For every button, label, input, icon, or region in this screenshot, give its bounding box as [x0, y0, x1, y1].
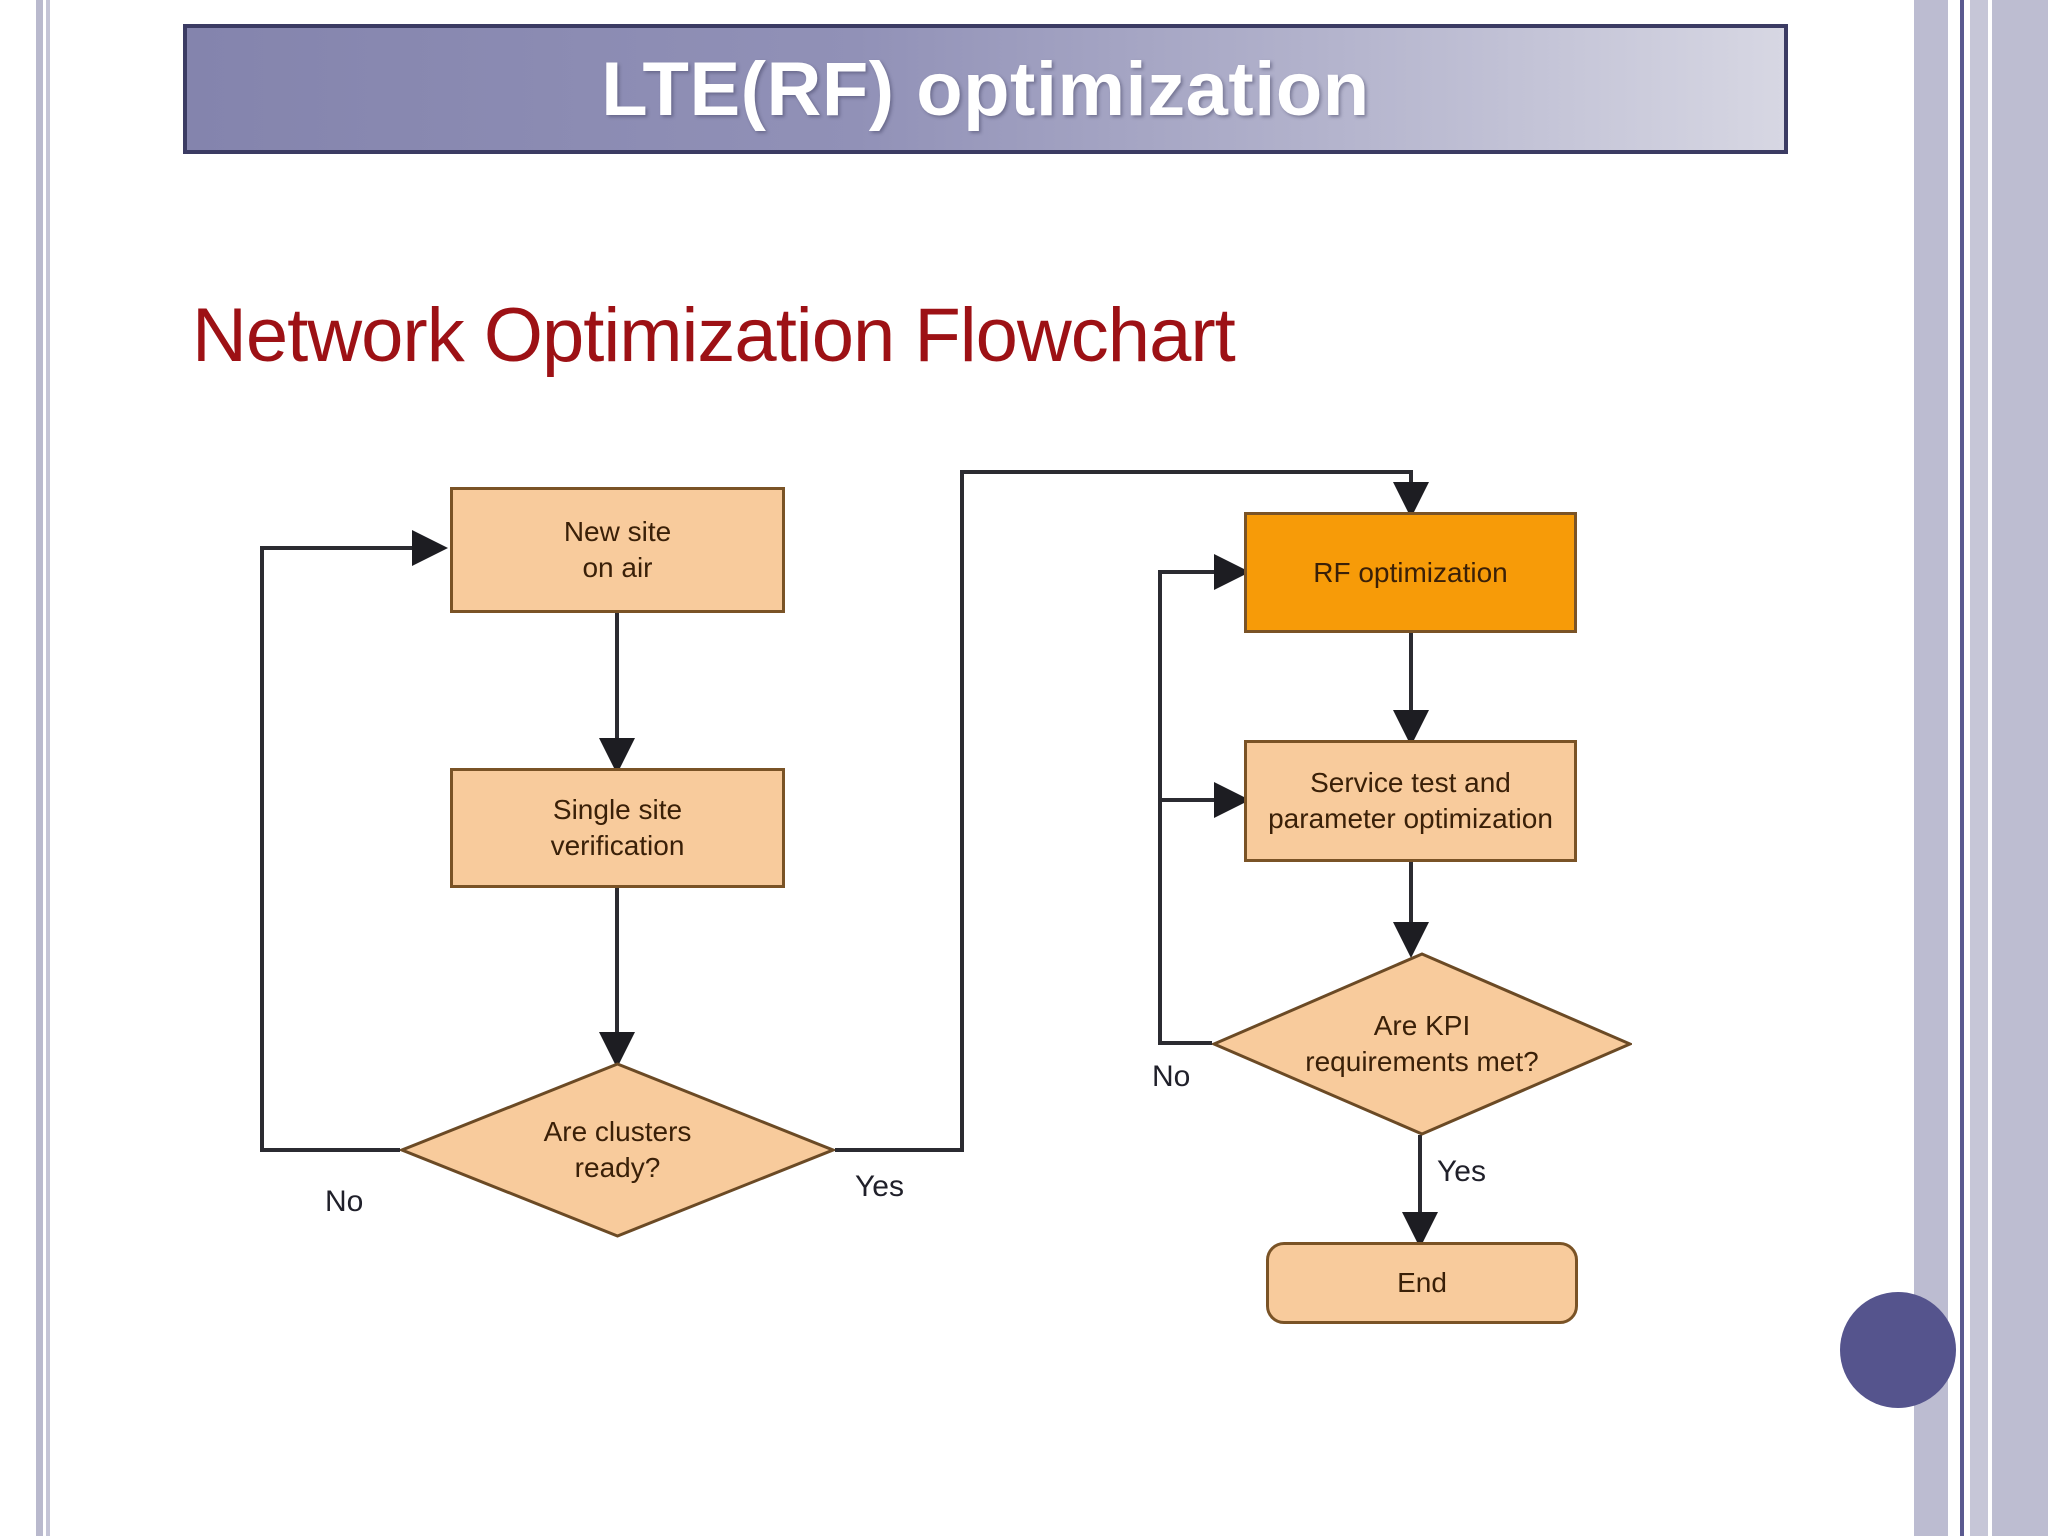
node-service-line2: parameter optimization [1268, 803, 1553, 834]
node-single-site-line2: verification [550, 830, 685, 861]
node-end-label: End [1397, 1267, 1447, 1299]
node-rf-optimization[interactable]: RF optimization [1244, 512, 1577, 633]
edge-label-kpi-no: No [1152, 1060, 1191, 1093]
slide-title: LTE(RF) optimization [601, 46, 1370, 132]
right-decor-stripe-5 [1992, 0, 2048, 1536]
node-are-kpi-requirements-met[interactable]: Are KPI requirements met? [1212, 952, 1632, 1136]
node-single-site-verification[interactable]: Single site verification [450, 768, 785, 888]
left-decor-stripe-2 [46, 0, 50, 1536]
edge-label-clusters-no: No [325, 1185, 364, 1218]
node-are-clusters-ready[interactable]: Are clusters ready? [400, 1062, 835, 1238]
flowchart-heading: Network Optimization Flowchart [192, 293, 1236, 378]
diamond-shape [400, 1062, 835, 1238]
right-decor-stripe-3 [1960, 0, 1964, 1536]
node-rf-optimization-label: RF optimization [1313, 556, 1508, 588]
edge-label-clusters-yes: Yes [855, 1170, 904, 1203]
node-end[interactable]: End [1266, 1242, 1578, 1324]
slide-title-banner: LTE(RF) optimization [183, 24, 1788, 154]
node-service-test[interactable]: Service test and parameter optimization [1244, 740, 1577, 862]
edge-clusters-no-loop [260, 530, 448, 1152]
edge-label-kpi-yes: Yes [1437, 1155, 1486, 1188]
right-decor-stripe-4 [1970, 0, 1988, 1536]
node-service-line1: Service test and [1310, 767, 1511, 799]
node-single-site-line1: Single site [552, 794, 683, 826]
decorative-circle [1840, 1292, 1956, 1408]
node-new-site-line2: on air [582, 552, 653, 583]
diamond-shape [1212, 952, 1632, 1136]
left-decor-stripe-1 [36, 0, 43, 1536]
node-new-site-line1: New site [563, 516, 672, 548]
right-decor-stripe-2 [1914, 0, 1948, 1536]
node-new-site-on-air[interactable]: New site on air [450, 487, 785, 613]
